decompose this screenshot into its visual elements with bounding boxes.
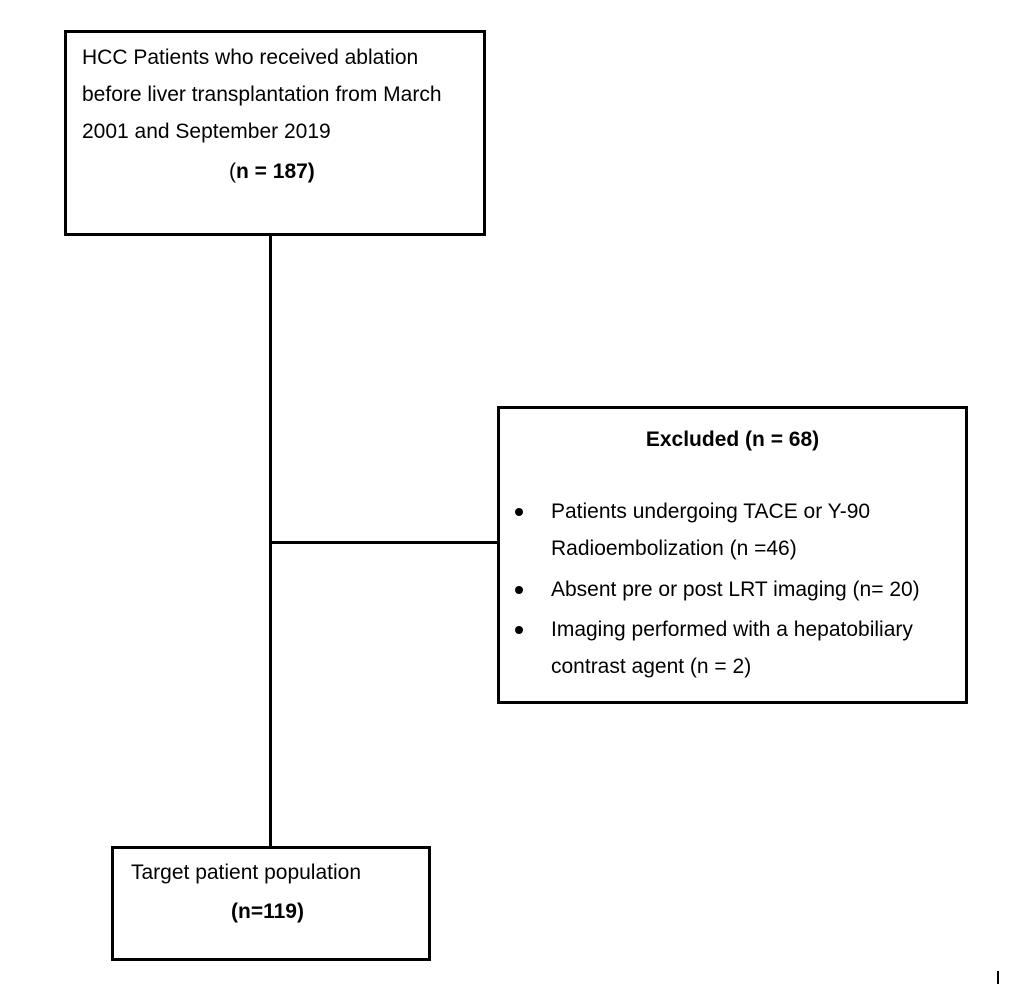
bullet-dot-icon — [515, 508, 523, 516]
cohort-count-value: n = 187) — [236, 160, 315, 183]
bullet-dot-icon — [515, 586, 523, 594]
target-population-label: Target patient population — [131, 861, 362, 884]
flow-box-target-population: Target patient population (n=119) — [111, 846, 431, 961]
excluded-item-1-line-2: Radioembolization (n =46) — [551, 537, 797, 560]
bullet-dot-icon — [515, 626, 523, 634]
cohort-count-paren: ( — [229, 160, 236, 183]
excluded-item-1-line-1: Patients undergoing TACE or Y-90 — [551, 500, 871, 523]
flow-box-excluded: Excluded (n = 68) Patients undergoing TA… — [497, 406, 968, 704]
flow-box-initial-cohort: HCC Patients who received ablation befor… — [64, 30, 486, 236]
excluded-item-2: Absent pre or post LRT imaging (n= 20) — [551, 578, 920, 601]
cohort-count: (n = 187) — [229, 153, 315, 190]
excluded-title: Excluded (n = 68) — [645, 428, 820, 451]
cohort-description-line-3: 2001 and September 2019 — [82, 120, 331, 143]
connector-to-excluded — [270, 541, 498, 544]
cohort-description-line-1: HCC Patients who received ablation — [82, 46, 419, 69]
excluded-item-3-line-2: contrast agent (n = 2) — [551, 655, 752, 678]
excluded-item-3-line-1: Imaging performed with a hepatobiliary — [551, 618, 913, 641]
target-population-count: (n=119) — [231, 900, 304, 923]
edge-mark — [997, 971, 999, 984]
cohort-description-line-2: before liver transplantation from March — [82, 83, 442, 106]
